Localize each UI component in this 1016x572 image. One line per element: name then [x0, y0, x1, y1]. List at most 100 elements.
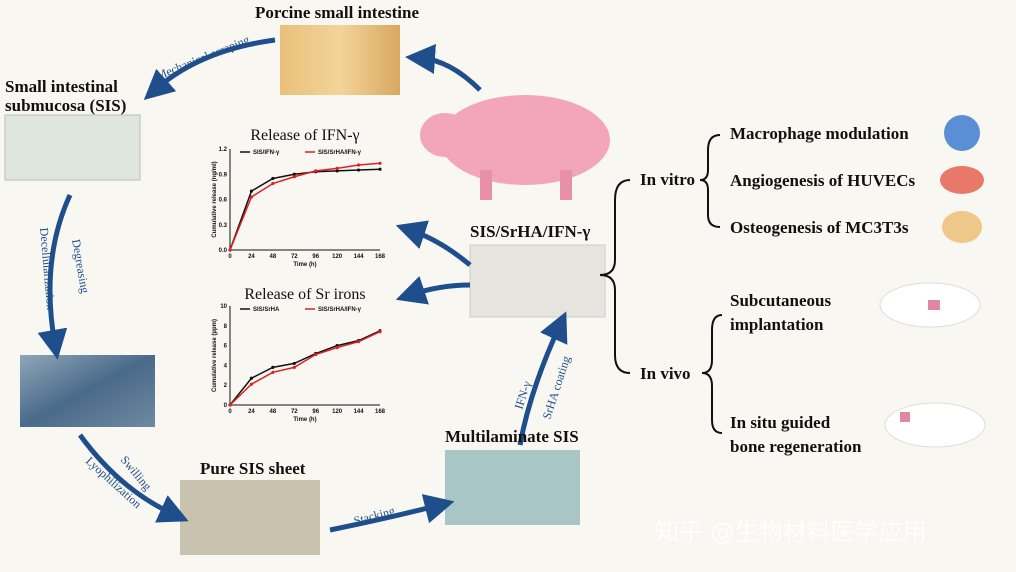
label-porcine: Porcine small intestine [255, 3, 419, 22]
data-point [292, 365, 296, 369]
data-point [378, 330, 382, 334]
data-point [314, 352, 318, 357]
data-point [271, 370, 275, 374]
y-tick-label: 8 [224, 324, 228, 330]
x-tick-label: 120 [332, 409, 343, 415]
legend-label: SIS/SrHA/IFN-γ [318, 307, 362, 313]
data-point [271, 365, 275, 369]
label-pure: Pure SIS sheet [200, 459, 306, 478]
x-tick-label: 0 [228, 254, 232, 260]
x-tick-label: 168 [375, 409, 386, 415]
decellularized-photo [20, 355, 155, 427]
multilaminate-photo [445, 450, 580, 525]
data-point [228, 248, 232, 252]
intestine-photo [280, 25, 400, 95]
y-tick-label: 0.6 [219, 198, 228, 204]
series-line [229, 162, 381, 251]
data-point [271, 176, 275, 181]
pig-icon [420, 95, 610, 200]
mc3t3-icon [942, 211, 982, 243]
process-arrows [37, 37, 568, 533]
mouse-icon [884, 402, 986, 448]
y-tick-label: 0 [224, 403, 228, 409]
series-line [229, 331, 381, 406]
label-subq-1: Subcutaneous [730, 291, 831, 310]
x-tick-label: 96 [312, 409, 319, 415]
huvec-icon [940, 166, 984, 194]
data-point [314, 169, 318, 173]
x-tick-label: 0 [228, 409, 232, 415]
label-osteo: Osteogenesis of MC3T3s [730, 218, 909, 237]
x-tick-label: 24 [248, 409, 255, 415]
y-tick-label: 6 [224, 344, 228, 350]
legend-label: SIS/IFN-γ [253, 150, 280, 156]
data-point [335, 169, 339, 173]
label-multi: Multilaminate SIS [445, 427, 579, 446]
data-point [228, 403, 232, 407]
y-tick-label: 1.2 [219, 147, 228, 153]
y-tick-label: 4 [224, 363, 228, 369]
product-photo [469, 244, 606, 318]
label-sis-1: Small intestinal [5, 77, 118, 96]
data-point [292, 361, 296, 366]
x-tick-label: 168 [375, 254, 386, 260]
sis-photo [4, 114, 141, 181]
x-tick-label: 120 [332, 254, 343, 260]
label-angio: Angiogenesis of HUVECs [730, 171, 916, 190]
y-axis-label: Cumulative release (ppm) [212, 319, 218, 392]
data-point [378, 167, 382, 171]
data-point [249, 189, 254, 193]
y-tick-label: 2 [224, 383, 228, 389]
y-axis-label: Cumulative release (ng/ml) [212, 161, 218, 237]
chart-0: Release of IFN-γ 0 24 48 72 96 120 144 168 0.0 0.3… [212, 127, 386, 268]
data-point [378, 161, 382, 165]
data-point [335, 345, 339, 350]
x-tick-label: 24 [248, 254, 255, 260]
watermark: 知乎 @生物材料医学应用 [655, 518, 927, 546]
x-tick-label: 48 [270, 254, 277, 260]
label-degreasing: Degreasing [69, 238, 92, 294]
legend-label: SIS/SrHA [253, 307, 280, 313]
chart-title: Release of IFN-γ [250, 127, 359, 144]
data-point [356, 163, 361, 167]
x-tick-label: 72 [291, 254, 298, 260]
x-tick-label: 144 [354, 409, 365, 415]
y-tick-label: 10 [220, 304, 227, 310]
label-sis-2: submucosa (SIS) [5, 96, 126, 115]
pure-sis-photo [180, 480, 320, 555]
label-mechanical: Mechanical scraping [154, 32, 252, 82]
label-product: SIS/SrHA/IFN-γ [470, 222, 590, 241]
x-tick-label: 48 [270, 409, 277, 415]
y-tick-label: 0.3 [219, 223, 228, 229]
data-point [356, 340, 361, 344]
mouse-icon [879, 282, 981, 328]
label-insitu-1: In situ guided [730, 413, 831, 432]
label-stacking: Stacking [352, 504, 396, 528]
data-point [356, 168, 361, 172]
x-tick-label: 144 [354, 254, 365, 260]
data-point [249, 382, 254, 386]
y-tick-label: 0.0 [219, 248, 228, 254]
series-line [229, 168, 381, 251]
macrophage-icon [944, 115, 980, 151]
braces [599, 134, 723, 434]
chart-title: Release of Sr irons [244, 286, 365, 303]
y-tick-label: 0.9 [219, 172, 228, 178]
x-tick-label: 72 [291, 409, 298, 415]
data-point [335, 166, 339, 170]
label-subq-2: implantation [730, 315, 824, 334]
label-invivo: In vivo [640, 364, 691, 383]
x-tick-label: 96 [312, 254, 319, 260]
x-axis-label: Time (h) [293, 417, 316, 423]
label-invitro: In vitro [640, 170, 695, 189]
data-point [271, 181, 275, 186]
data-point [292, 172, 296, 176]
data-point [292, 175, 296, 179]
label-macro: Macrophage modulation [730, 124, 909, 143]
x-axis-label: Time (h) [293, 262, 316, 268]
data-point [249, 195, 254, 199]
